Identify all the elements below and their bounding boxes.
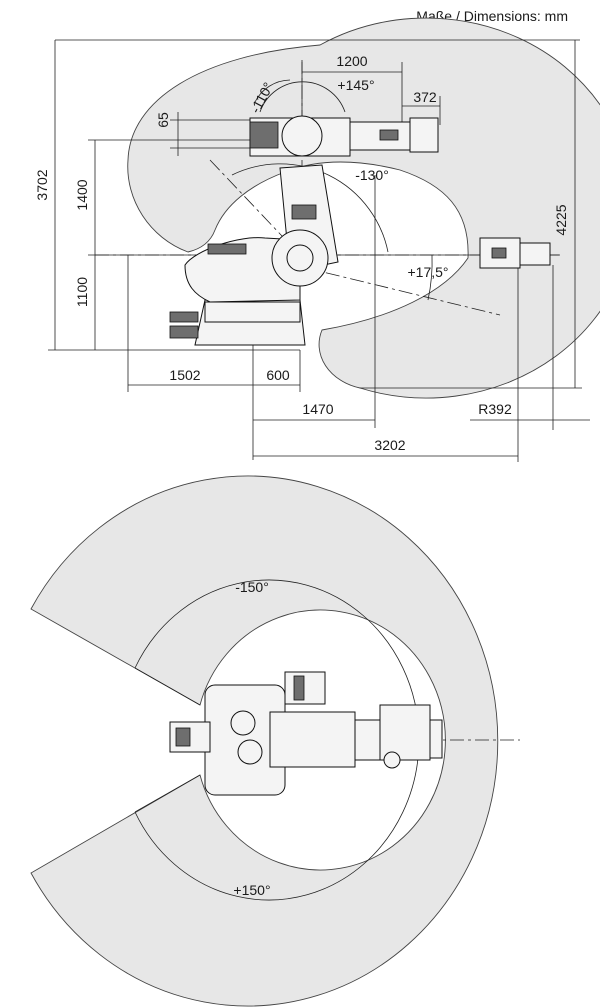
robot-top-a3-motor-detail bbox=[293, 675, 305, 701]
angle-label-minus150: -150° bbox=[235, 579, 269, 595]
top-work-envelope bbox=[30, 475, 499, 1007]
robot-top-counterweight-detail bbox=[175, 727, 191, 747]
robot-a3-joint bbox=[281, 115, 323, 157]
top-limit-upper bbox=[134, 667, 201, 706]
robot-motor-pack bbox=[207, 243, 247, 255]
robot-wrist-motor bbox=[379, 129, 399, 141]
dim-label-3202: 3202 bbox=[374, 437, 405, 453]
angle-label-minus130: -130° bbox=[355, 167, 389, 183]
robot-base-plate bbox=[204, 301, 301, 323]
robot-top-a3-motors bbox=[284, 671, 326, 705]
dim-label-r392: R392 bbox=[478, 401, 512, 417]
robot-extended-flange bbox=[519, 242, 551, 266]
dim-label-1502: 1502 bbox=[169, 367, 200, 383]
robot-top-motor-1 bbox=[230, 710, 256, 736]
dim-label-372: 372 bbox=[413, 89, 437, 105]
robot-counterweight-top bbox=[169, 311, 199, 323]
dim-label-600: 600 bbox=[266, 367, 290, 383]
robot-a3-motor bbox=[249, 121, 279, 149]
robot-top-arm bbox=[269, 711, 356, 768]
top-limit-lower bbox=[134, 774, 201, 813]
arc-17-5 bbox=[427, 254, 433, 301]
robot-top-wrist-motor bbox=[383, 751, 401, 769]
angle-label-plus145: +145° bbox=[337, 77, 374, 93]
robot-counterweight-bottom bbox=[169, 325, 199, 339]
dim-label-4225: 4225 bbox=[553, 204, 569, 235]
side-view: 1200 372 65 3702 1400 1100 4225 1502 600… bbox=[34, 17, 600, 462]
a2-limit-line bbox=[252, 254, 501, 316]
robot-extended-motor bbox=[491, 247, 507, 259]
robot-top-motor-2 bbox=[237, 739, 263, 765]
dim-label-1470: 1470 bbox=[302, 401, 333, 417]
arc-145 bbox=[259, 81, 346, 113]
dim-label-1200: 1200 bbox=[336, 53, 367, 69]
dim-label-3702: 3702 bbox=[34, 169, 50, 200]
dim-label-1100: 1100 bbox=[74, 277, 90, 307]
side-work-envelope bbox=[127, 17, 600, 399]
angle-label-plus150: +150° bbox=[233, 882, 270, 898]
top-view: -150° +150° bbox=[30, 475, 520, 1007]
dim-label-1400: 1400 bbox=[74, 179, 90, 210]
angle-label-plus17-5: +17,5° bbox=[407, 264, 448, 280]
arc-minus-110 bbox=[254, 79, 291, 103]
robot-top-flange bbox=[429, 719, 443, 759]
robot-top-forearm bbox=[354, 719, 381, 761]
robot-arm-label-plate bbox=[291, 204, 317, 220]
robot-top-wrist bbox=[379, 704, 431, 761]
robot-wrist bbox=[409, 117, 439, 153]
robot-a2-hub bbox=[286, 244, 314, 272]
dim-label-65: 65 bbox=[155, 112, 171, 128]
robot-top-view bbox=[169, 671, 443, 796]
robot-side-view bbox=[169, 115, 551, 346]
arc-minus-130 bbox=[231, 163, 389, 253]
